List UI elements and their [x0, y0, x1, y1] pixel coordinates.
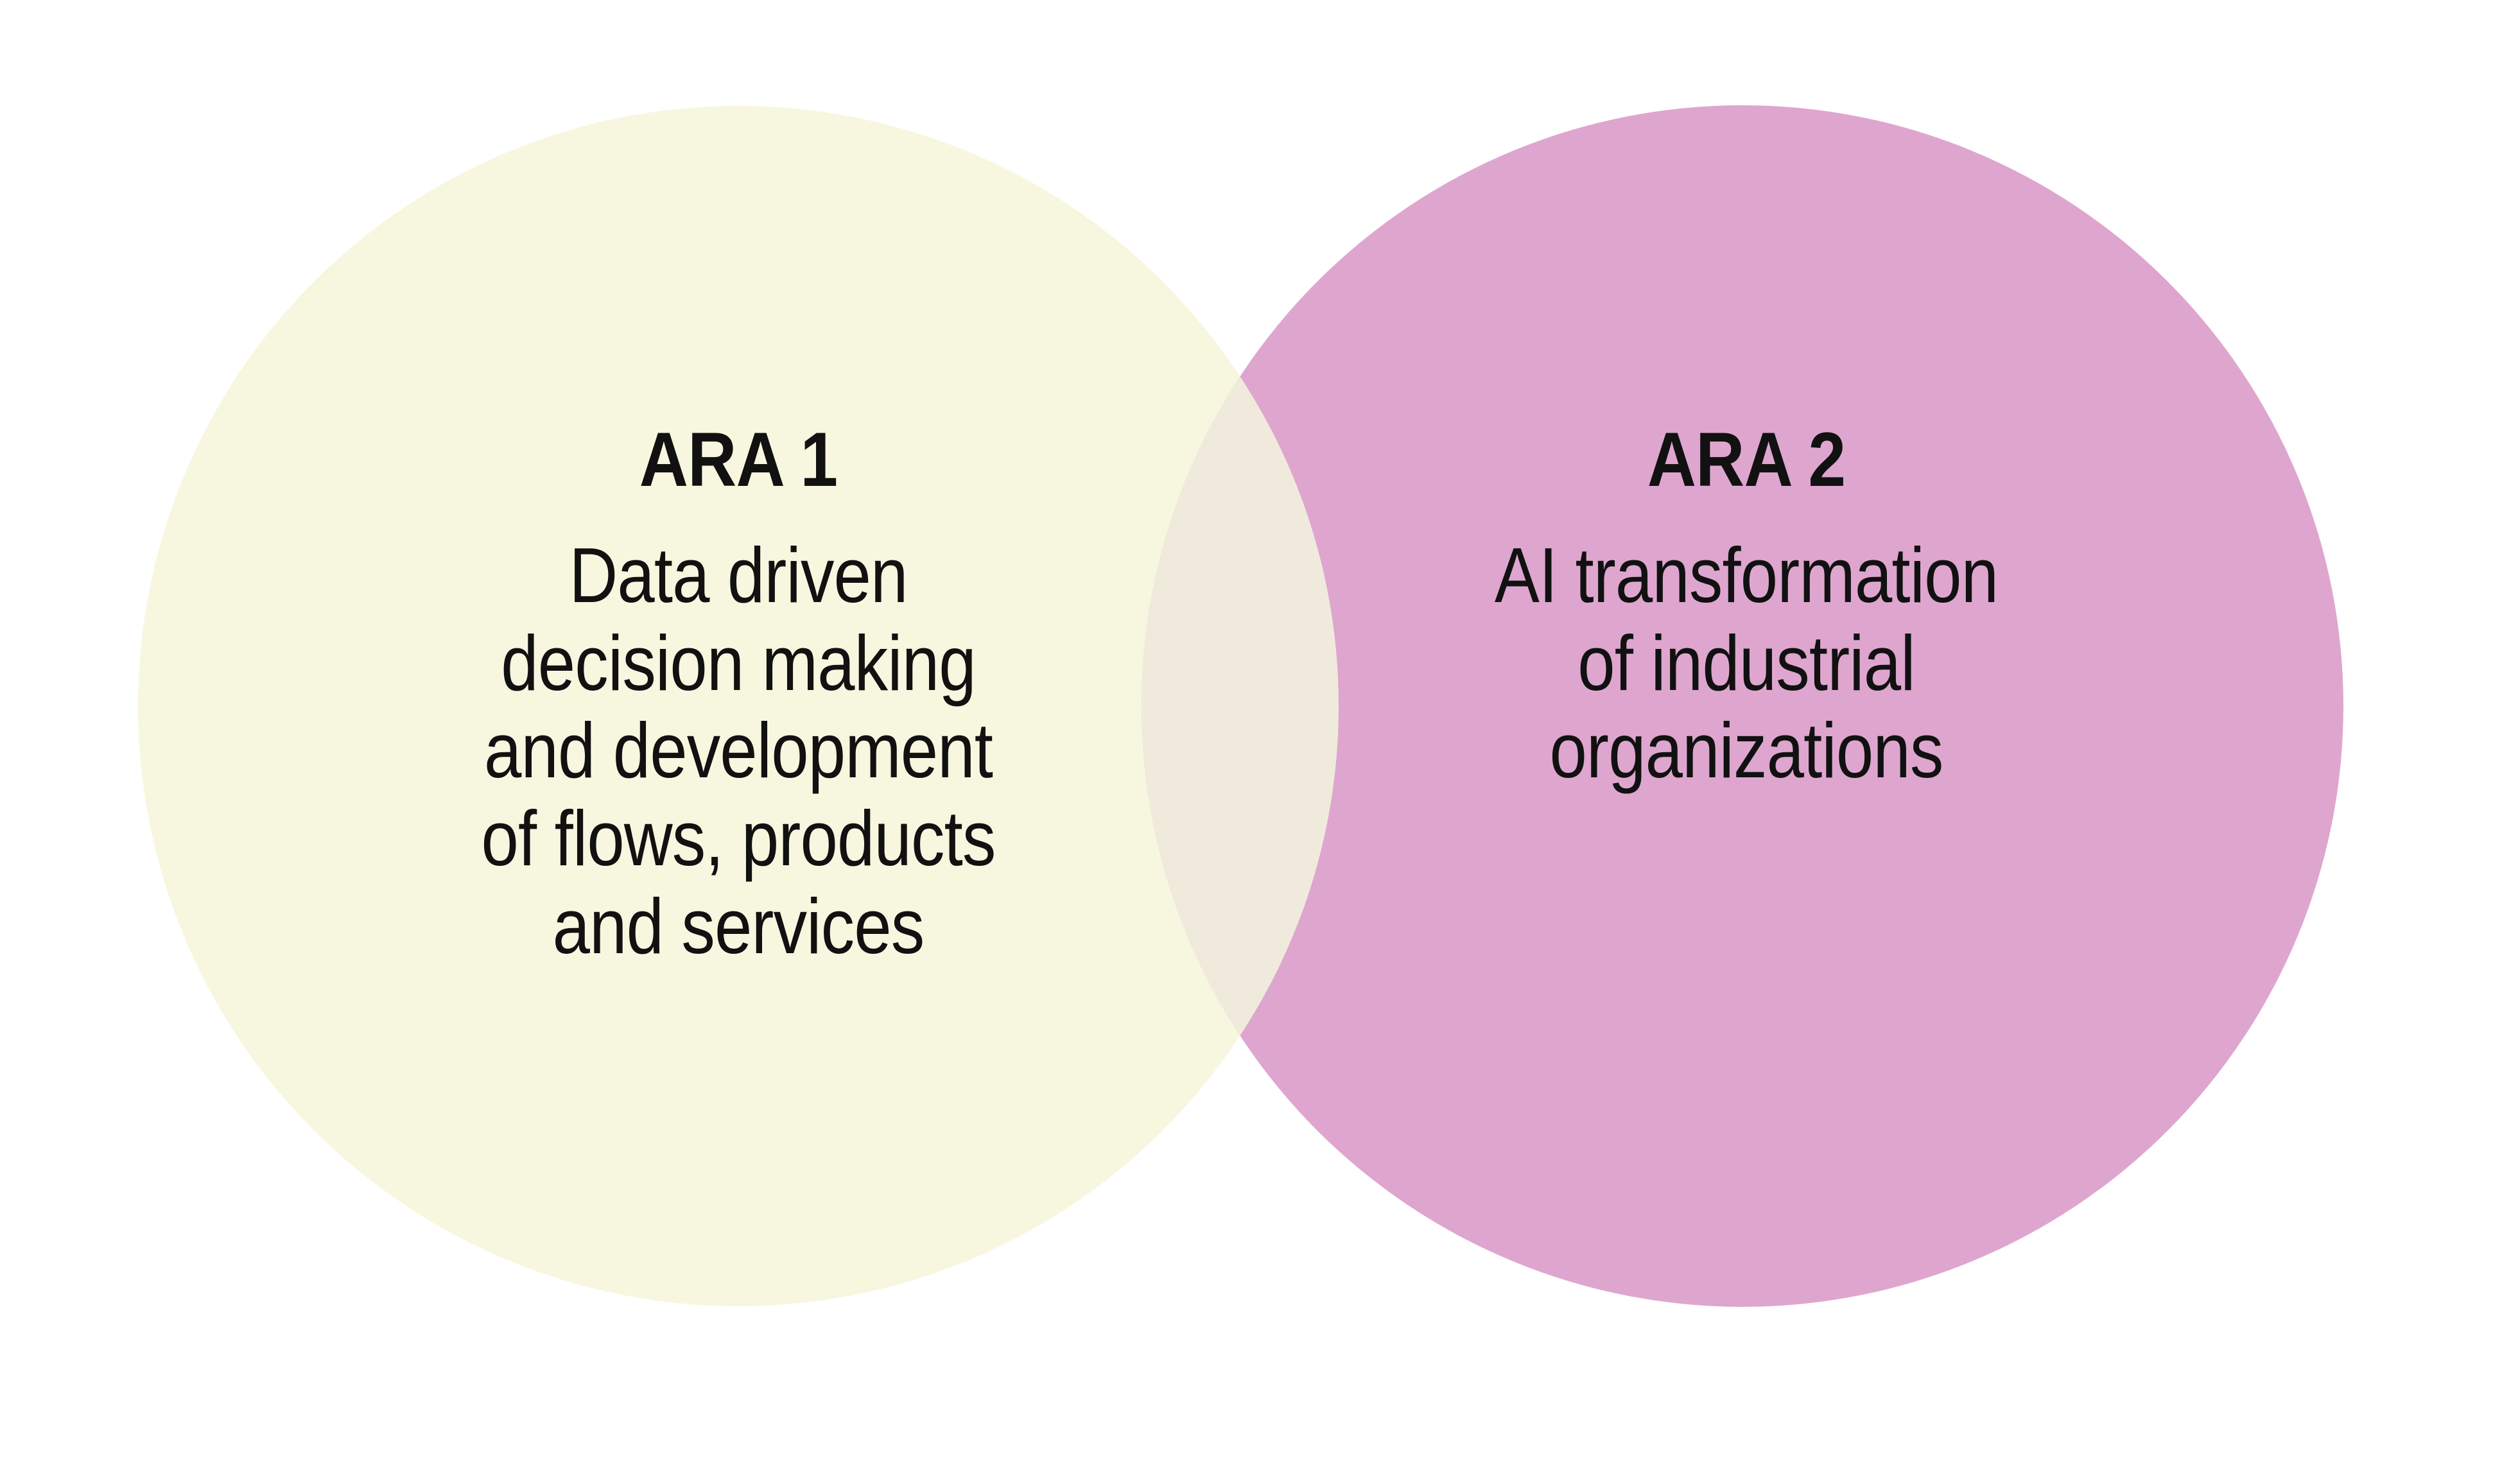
venn-set-title-ara2: ARA 2: [1647, 417, 1846, 503]
venn-body-line: Data driven: [569, 531, 908, 619]
venn-body-line: AI transformation: [1494, 531, 1999, 619]
venn-body-line: organizations: [1549, 707, 1944, 795]
venn-set-body-ara1: Data driven decision making and developm…: [346, 531, 1130, 970]
venn-body-line: and development: [483, 707, 993, 795]
venn-circle-right-ara2[interactable]: [1142, 105, 2343, 1307]
venn-label-group-ara2: ARA 2 AI transformation of industrial or…: [1290, 421, 2202, 795]
venn-body-line: and services: [552, 882, 925, 970]
venn-label-group-ara1: ARA 1 Data driven decision making and de…: [282, 421, 1194, 970]
venn-body-line: of flows, products: [481, 794, 996, 882]
venn-circle-left-ara1[interactable]: [138, 106, 1339, 1306]
venn-set-body-ara2: AI transformation of industrial organiza…: [1354, 531, 2138, 795]
venn-body-line: of industrial: [1577, 619, 1915, 707]
venn-set-title-ara1: ARA 1: [639, 417, 838, 503]
venn-body-line: decision making: [501, 619, 976, 707]
